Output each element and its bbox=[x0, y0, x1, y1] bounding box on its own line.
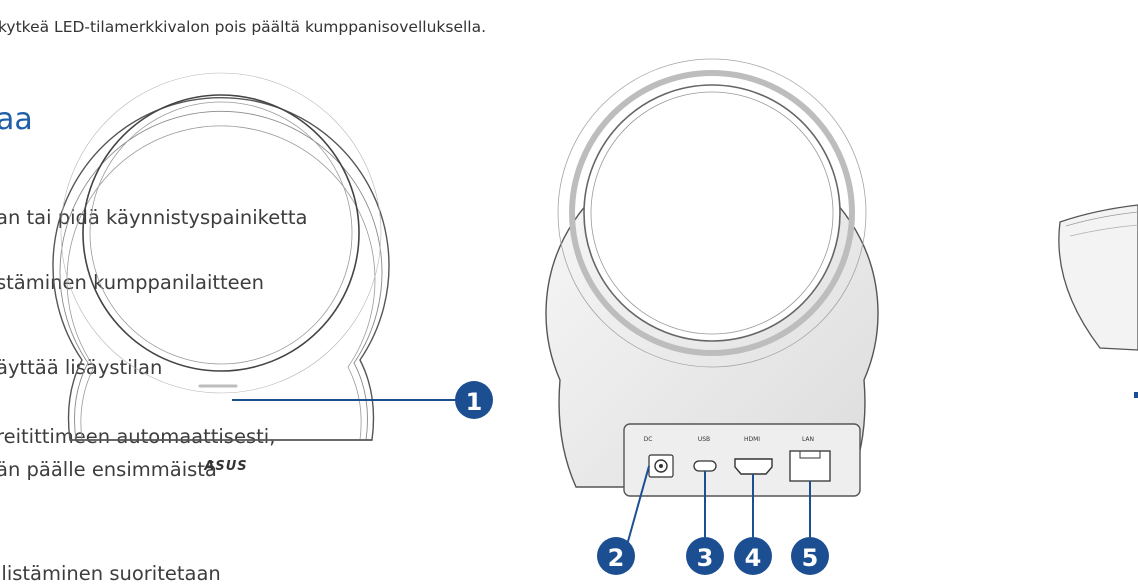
svg-text:4: 4 bbox=[745, 544, 762, 572]
lan-port bbox=[789, 450, 831, 482]
usb-port bbox=[693, 460, 717, 472]
intro-text: kytkeä LED-tilamerkkivalon pois päältä k… bbox=[0, 18, 487, 36]
paragraph-line: stäminen kumppanilaitteen bbox=[0, 271, 265, 294]
paragraph-line: an tai pidä käynnistyspainiketta bbox=[0, 206, 308, 229]
device-side-view bbox=[1058, 204, 1138, 398]
svg-text:2: 2 bbox=[608, 544, 625, 572]
svg-text:3: 3 bbox=[697, 544, 714, 572]
callout-2: 2 bbox=[597, 465, 650, 575]
callout-1: 1 bbox=[232, 381, 493, 419]
device-front-view: ASUS bbox=[52, 72, 390, 474]
dc-port-label: DC bbox=[644, 436, 653, 443]
paragraph-line: llistäminen suoritetaan bbox=[0, 562, 221, 585]
dc-port bbox=[648, 454, 674, 478]
lan-port-label: LAN bbox=[802, 436, 814, 443]
callout-4: 4 bbox=[734, 474, 772, 575]
usb-port-label: USB bbox=[698, 436, 710, 443]
asus-logo: ASUS bbox=[203, 459, 247, 474]
hdmi-port bbox=[734, 458, 773, 475]
paragraph-line: äyttää lisäystilan bbox=[0, 356, 163, 379]
svg-text:5: 5 bbox=[802, 544, 819, 572]
callout-3: 3 bbox=[686, 471, 724, 575]
svg-text:1: 1 bbox=[466, 388, 483, 416]
hdmi-port-label: HDMI bbox=[744, 436, 760, 443]
callout-5: 5 bbox=[791, 481, 829, 575]
paragraph-line: än päälle ensimmäistä bbox=[0, 458, 217, 481]
section-heading: aa bbox=[0, 102, 33, 137]
device-back-view: DC USB HDMI LAN bbox=[545, 58, 879, 497]
